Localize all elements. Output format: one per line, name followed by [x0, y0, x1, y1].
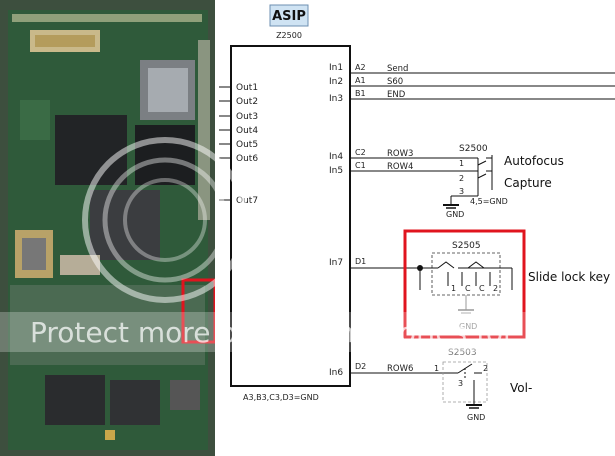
ball-c2: C2: [355, 148, 366, 157]
s2505-ref: S2505: [452, 241, 481, 251]
s2500-ref: S2500: [459, 144, 488, 154]
s2500-pin-2: 2: [459, 174, 464, 183]
in-pin-3: In3: [329, 94, 343, 104]
ball-a1: A1: [355, 76, 366, 85]
signal-row3: ROW3: [387, 149, 413, 159]
signal-row4: ROW4: [387, 162, 413, 172]
label-capture: Capture: [504, 176, 552, 190]
s2503-switch-symbol: [442, 361, 488, 409]
s2505-switch-symbol: [419, 252, 513, 314]
slide-lock-highlight-box: [403, 229, 526, 339]
signal-row6: ROW6: [387, 364, 413, 374]
s2505-pin-c2: C: [479, 284, 485, 293]
in-pin-1: In1: [329, 63, 343, 73]
s2503-ref: S2503: [448, 348, 477, 358]
in-pin-4: In4: [329, 152, 343, 162]
label-slide-lock-key: Slide lock key: [528, 270, 610, 284]
s2503-pin-1: 1: [434, 364, 439, 373]
s2505-pin-2: 2: [493, 284, 498, 293]
s2500-gnd: GND: [446, 210, 464, 219]
s2505-pin-1: 1: [451, 284, 456, 293]
s2500-switch-symbol: [450, 155, 493, 205]
out-pin-4: Out4: [236, 126, 258, 136]
ball-d1: D1: [355, 257, 366, 266]
s2505-gnd: GND: [459, 322, 477, 331]
ball-b1: B1: [355, 89, 366, 98]
in-pin-5: In5: [329, 166, 343, 176]
signal-s60: S60: [387, 77, 403, 87]
s2505-pin-c1: C: [465, 284, 471, 293]
signal-send: Send: [387, 64, 408, 74]
s2500-pin-3: 3: [459, 187, 464, 196]
watermark-text: Protect more of your memories for less!: [30, 316, 589, 349]
ic-title-box: [269, 4, 309, 27]
s2500-pin-1: 1: [459, 159, 464, 168]
ic-title: ASIP: [272, 9, 306, 24]
out-pin-5: Out5: [236, 140, 258, 150]
out-pin-2: Out2: [236, 97, 258, 107]
out-pin-1: Out1: [236, 83, 258, 93]
ball-d2: D2: [355, 362, 366, 371]
label-autofocus: Autofocus: [504, 154, 564, 168]
ball-c1: C1: [355, 161, 366, 170]
s2503-pin-3: 3: [458, 379, 463, 388]
ball-a2: A2: [355, 63, 366, 72]
out-pin-3: Out3: [236, 112, 258, 122]
s2500-gnd-note: 4,5=GND: [470, 197, 508, 206]
signal-end: END: [387, 90, 406, 100]
s2503-gnd: GND: [467, 413, 485, 422]
out-pin-6: Out6: [236, 154, 258, 164]
label-vol-minus: Vol-: [510, 381, 532, 395]
in-pin-2: In2: [329, 77, 343, 87]
ic-ground-note: A3,B3,C3,D3=GND: [243, 393, 319, 402]
in-pin-6: In6: [329, 368, 343, 378]
s2500-ground-symbol: [443, 204, 459, 209]
ic-ref: Z2500: [276, 31, 302, 40]
s2503-pin-2: 2: [483, 364, 488, 373]
out-pin-7: Out7: [236, 196, 258, 206]
in-pin-7: In7: [329, 258, 343, 268]
